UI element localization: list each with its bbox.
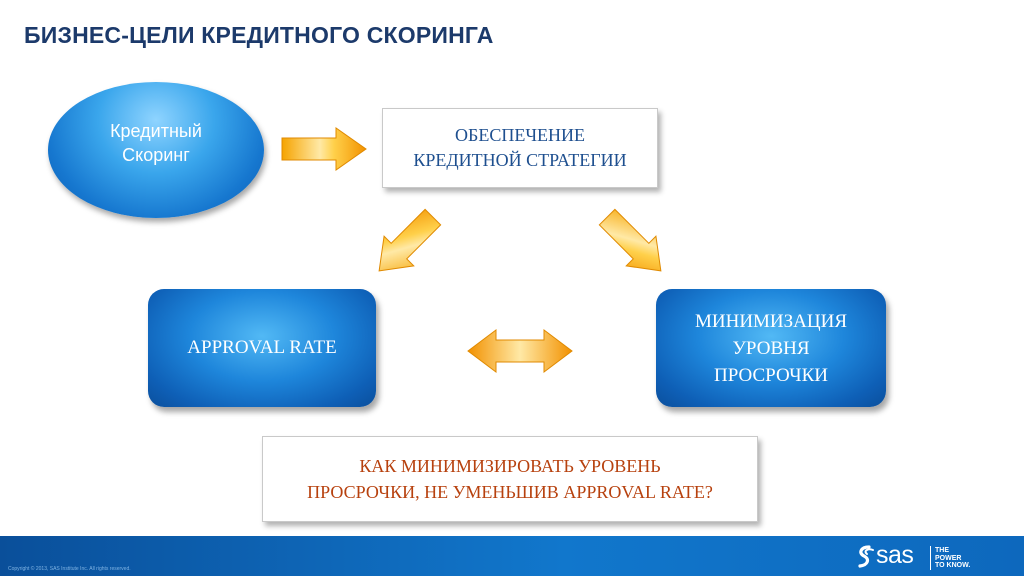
delinquency-minimization-box: МИНИМИЗАЦИЯ УРОВНЯ ПРОСРОЧКИ <box>656 289 886 407</box>
approval-rate-box: APPROVAL RATE <box>148 289 376 407</box>
approval-rate-label: APPROVAL RATE <box>187 337 337 358</box>
question-box: КАК МИНИМИЗИРОВАТЬ УРОВЕНЬ ПРОСРОЧКИ, НЕ… <box>262 436 758 522</box>
double-arrow-icon <box>467 329 573 373</box>
credit-strategy-label: ОБЕСПЕЧЕНИЕ КРЕДИТНОЙ СТРАТЕГИИ <box>413 125 627 170</box>
sas-logo-mark-icon <box>858 545 874 568</box>
sas-logo-word: sas <box>876 541 914 569</box>
sas-logo: sas THE POWER TO KNOW. <box>854 541 1014 572</box>
sas-logo-tagline: THE POWER TO KNOW. <box>935 547 971 569</box>
question-label: КАК МИНИМИЗИРОВАТЬ УРОВЕНЬ ПРОСРОЧКИ, НЕ… <box>307 456 713 502</box>
footer-bar: Copyright © 2013, SAS Institute Inc. All… <box>0 536 1024 576</box>
logo-separator <box>930 546 931 570</box>
arrow-down-right-icon <box>598 208 662 272</box>
credit-scoring-label: Кредитный Скоринг <box>110 121 202 165</box>
slide-title: БИЗНЕС-ЦЕЛИ КРЕДИТНОГО СКОРИНГА <box>24 22 494 48</box>
delinquency-minimization-label: МИНИМИЗАЦИЯ УРОВНЯ ПРОСРОЧКИ <box>694 310 848 386</box>
arrow-right-icon <box>281 127 367 171</box>
arrow-down-left-icon <box>378 208 442 272</box>
copyright-text: Copyright © 2013, SAS Institute Inc. All… <box>8 566 131 572</box>
credit-scoring-oval: Кредитный Скоринг <box>48 82 264 218</box>
credit-strategy-box: ОБЕСПЕЧЕНИЕ КРЕДИТНОЙ СТРАТЕГИИ <box>382 108 658 188</box>
